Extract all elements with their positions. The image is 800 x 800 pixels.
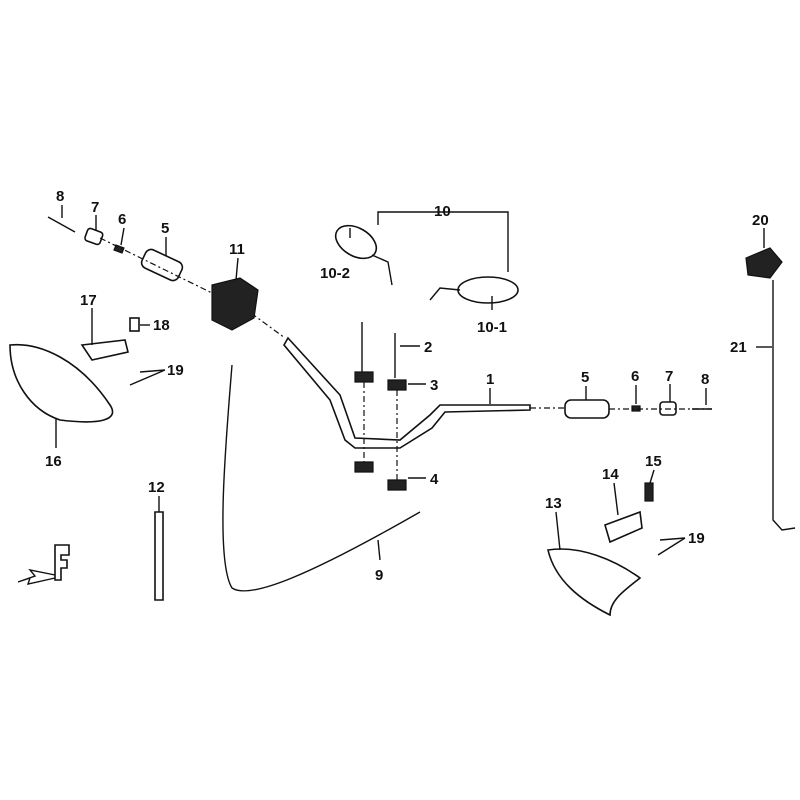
bolt-15-part: [644, 482, 654, 502]
bracket-17-part: [80, 339, 129, 361]
callout-6-right: 6: [631, 368, 639, 385]
callout-8: 8: [56, 188, 64, 205]
callout-4: 4: [430, 471, 439, 488]
nut-18-part: [129, 317, 140, 332]
callout-7: 7: [91, 199, 99, 216]
mirror-right-part: [429, 276, 519, 304]
callout-9: 9: [375, 567, 383, 584]
callout-19-right: 19: [688, 530, 705, 547]
callout-10: 10: [434, 203, 451, 220]
right-grip-parts: [564, 399, 712, 419]
left-hand-guard-part: [9, 343, 114, 423]
callout-14: 14: [602, 466, 619, 483]
right-hand-guard-part: [547, 548, 642, 617]
callout-17: 17: [80, 292, 97, 309]
front-direction-arrow-icon: [17, 544, 70, 585]
callout-2: 2: [424, 339, 432, 356]
callout-10-2: 10-2: [320, 265, 350, 282]
callout-12: 12: [148, 479, 165, 496]
callout-6: 6: [118, 211, 126, 228]
switch-housing-part: [211, 277, 259, 331]
callout-16: 16: [45, 453, 62, 470]
left-grip-parts: [47, 216, 213, 294]
clamp-parts: [354, 322, 407, 491]
callout-11: 11: [229, 241, 245, 258]
brake-lever-cable-part: [745, 247, 796, 531]
callout-7-right: 7: [665, 368, 673, 385]
mirror-left-part: [334, 224, 393, 286]
callout-10-1: 10-1: [477, 319, 507, 336]
callout-21: 21: [730, 339, 747, 356]
callout-5: 5: [161, 220, 169, 237]
leader-lines: [55, 205, 772, 561]
callout-8-right: 8: [701, 371, 709, 388]
callout-5-right: 5: [581, 369, 589, 386]
callout-20: 20: [752, 212, 769, 229]
cable-tie-part: [154, 511, 164, 601]
callout-labels: 8 7 6 5 11 10 10-2 10-1 20 17 18 19 2 3 …: [45, 188, 769, 584]
callout-1: 1: [486, 371, 494, 388]
bracket-14-part: [604, 510, 643, 544]
callout-13: 13: [545, 495, 562, 512]
callout-15: 15: [645, 453, 662, 470]
throttle-cable-part: [222, 364, 421, 592]
callout-19: 19: [167, 362, 184, 379]
callout-3: 3: [430, 377, 438, 394]
callout-18: 18: [153, 317, 170, 334]
handlebar-part: [239, 304, 565, 449]
